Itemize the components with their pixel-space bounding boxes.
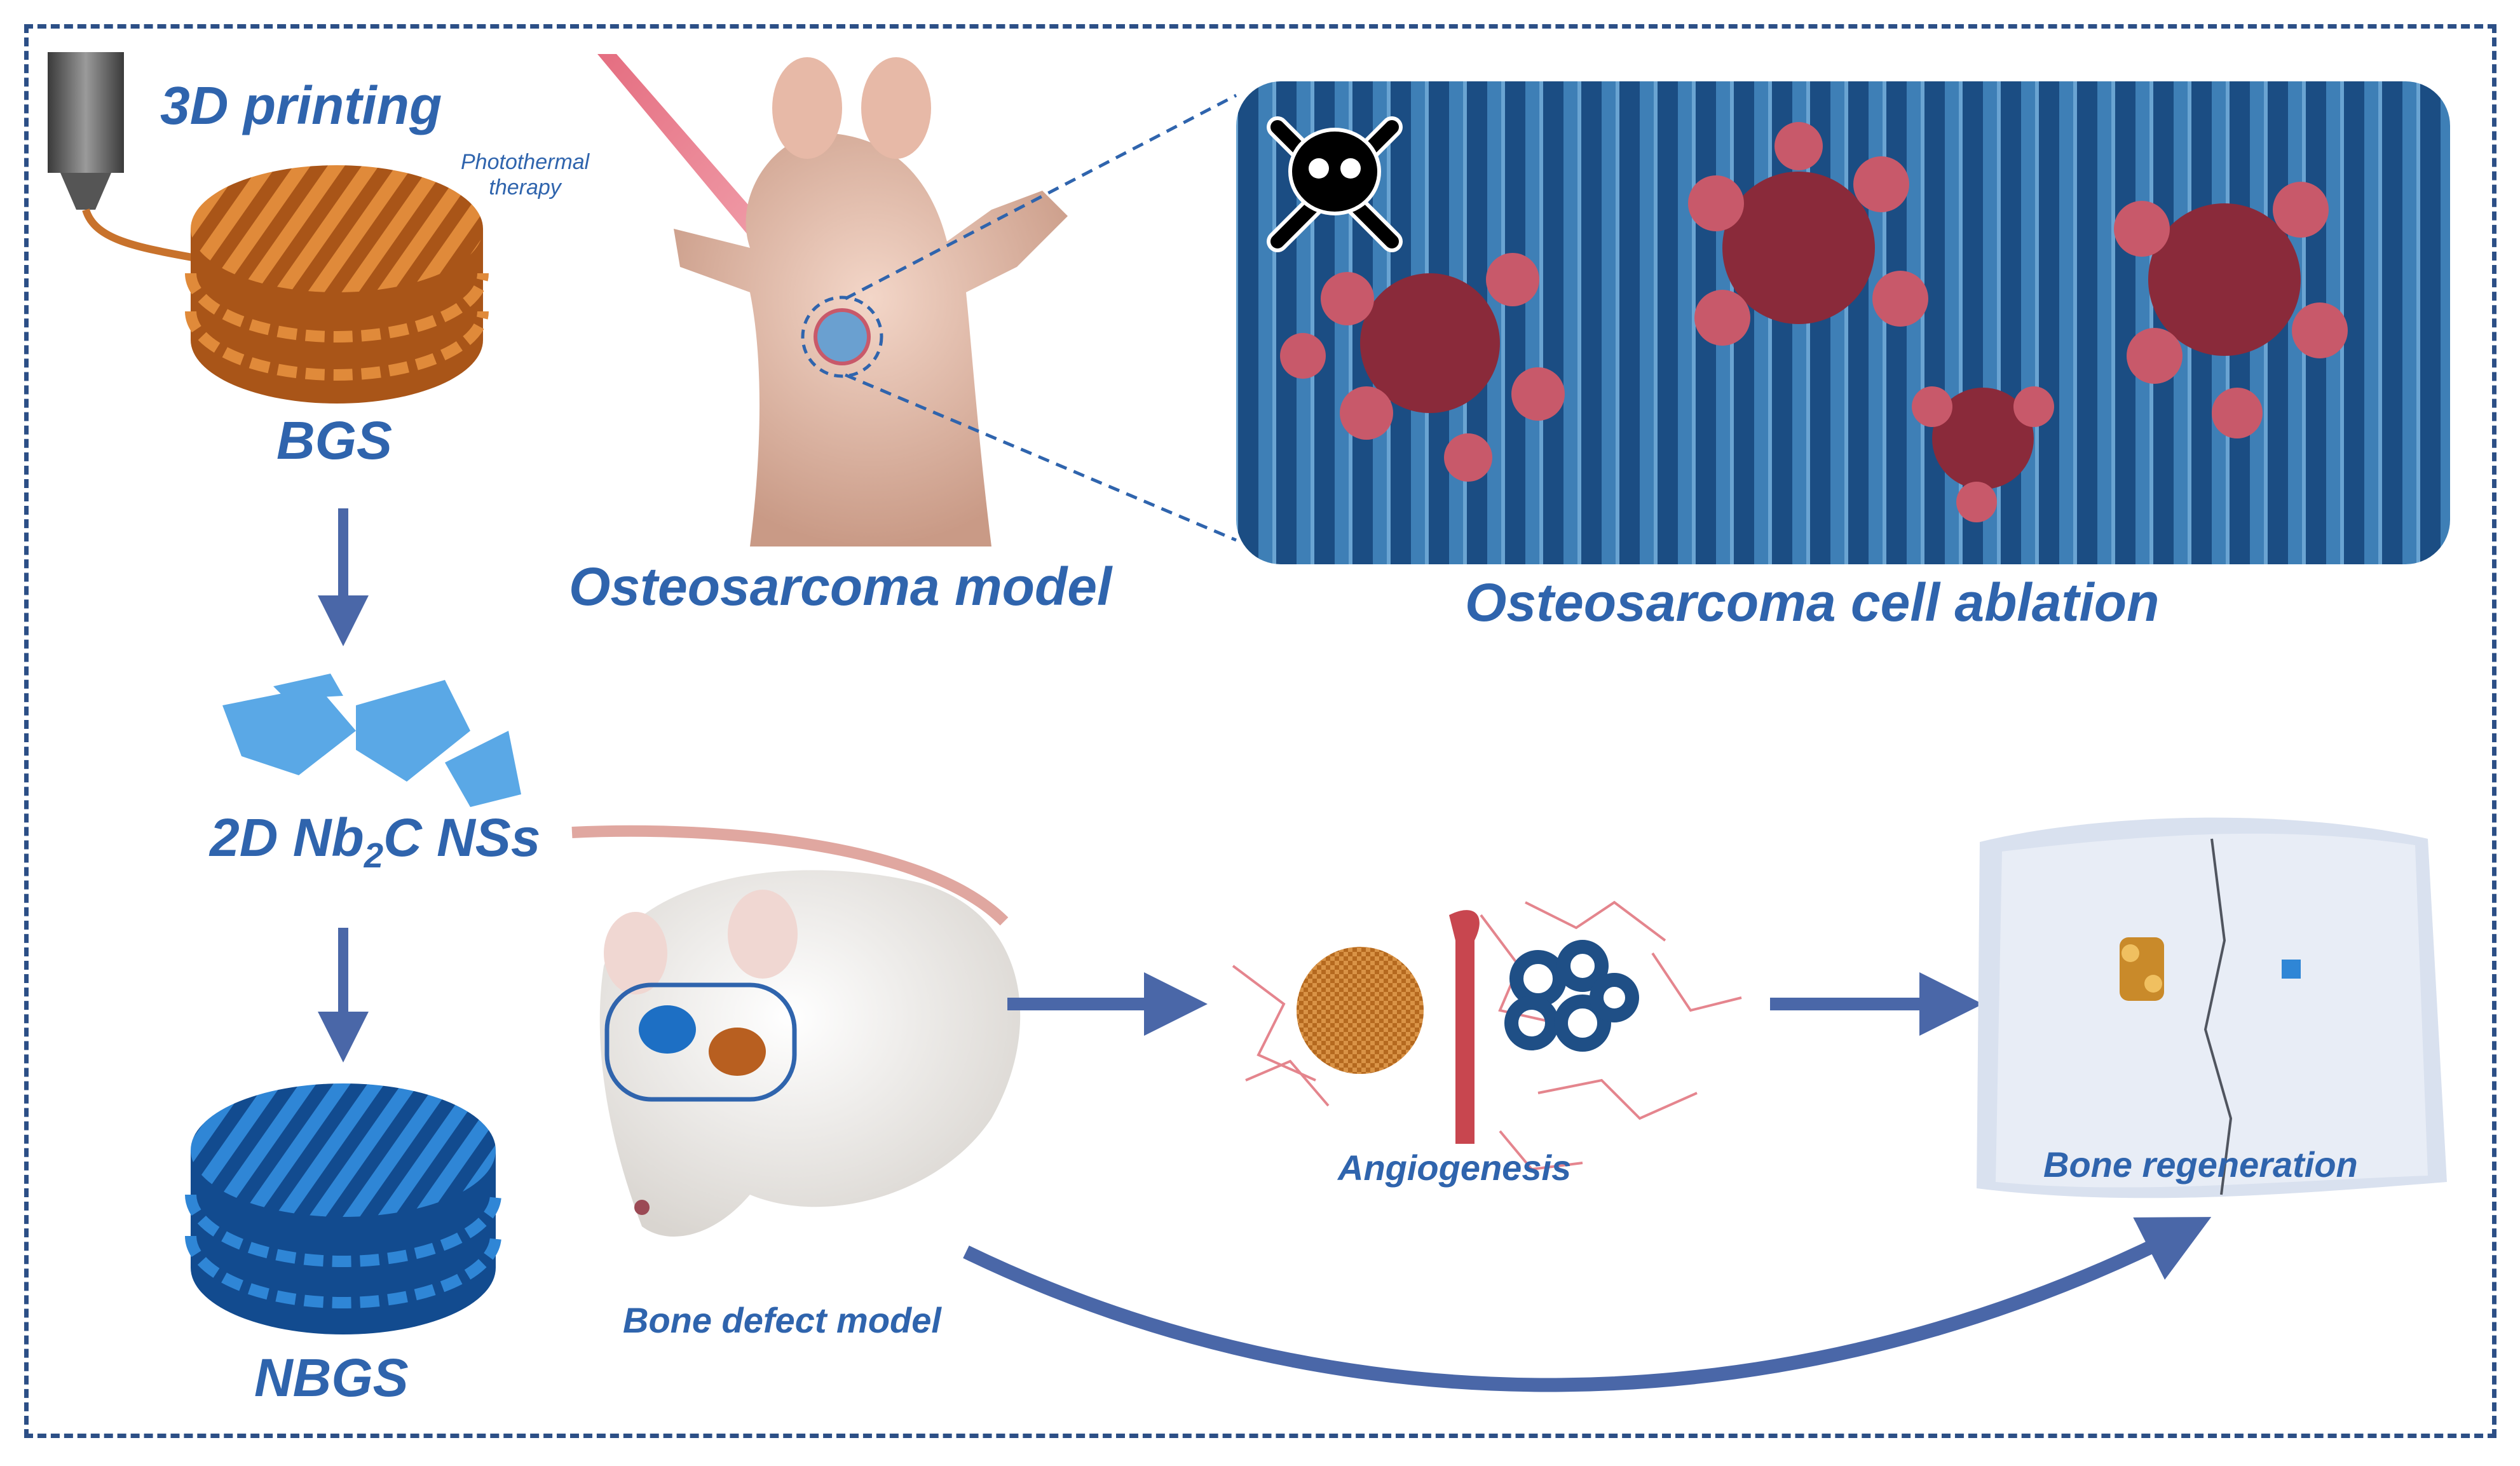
nude-mouse-image	[674, 57, 1068, 547]
label-bgs: BGS	[276, 411, 393, 470]
label-photothermal: Photothermal therapy	[461, 149, 589, 200]
label-photothermal-line1: Photothermal	[461, 150, 590, 174]
ablation-panel	[1236, 81, 2450, 564]
label-photothermal-line2: therapy	[489, 175, 561, 200]
printer-nozzle-icon	[48, 52, 211, 264]
nbgs-scaffold	[185, 1083, 501, 1334]
dashed-border	[24, 24, 2496, 1438]
skull-crossbones-icon	[1267, 116, 1403, 252]
bgs-scaffold	[185, 165, 489, 404]
nb2c-nanosheets	[222, 674, 521, 807]
bone-regeneration-graphic	[1977, 817, 2447, 1198]
label-nb2c-prefix: 2D Nb	[210, 808, 364, 867]
label-nb2c-subscript: 2	[364, 836, 384, 875]
label-nbgs: NBGS	[254, 1348, 409, 1408]
label-nb2c-suffix: C NSs	[383, 808, 541, 867]
label-3d-printing: 3D printing	[160, 76, 442, 135]
angiogenesis-graphic	[1232, 900, 1742, 1171]
label-osteosarcoma-model: Osteosarcoma model	[569, 557, 1112, 616]
cell-cluster	[1280, 122, 2348, 522]
label-bone-defect-model: Bone defect model	[623, 1300, 941, 1340]
label-cell-ablation: Osteosarcoma cell ablation	[1465, 573, 2160, 632]
label-angiogenesis: Angiogenesis	[1338, 1148, 1572, 1188]
curved-arrow	[963, 1217, 2212, 1392]
label-bone-regeneration: Bone regeneration	[2043, 1144, 2358, 1184]
label-nb2c: 2D Nb2C NSs	[210, 807, 540, 876]
rat-image	[571, 825, 1021, 1237]
